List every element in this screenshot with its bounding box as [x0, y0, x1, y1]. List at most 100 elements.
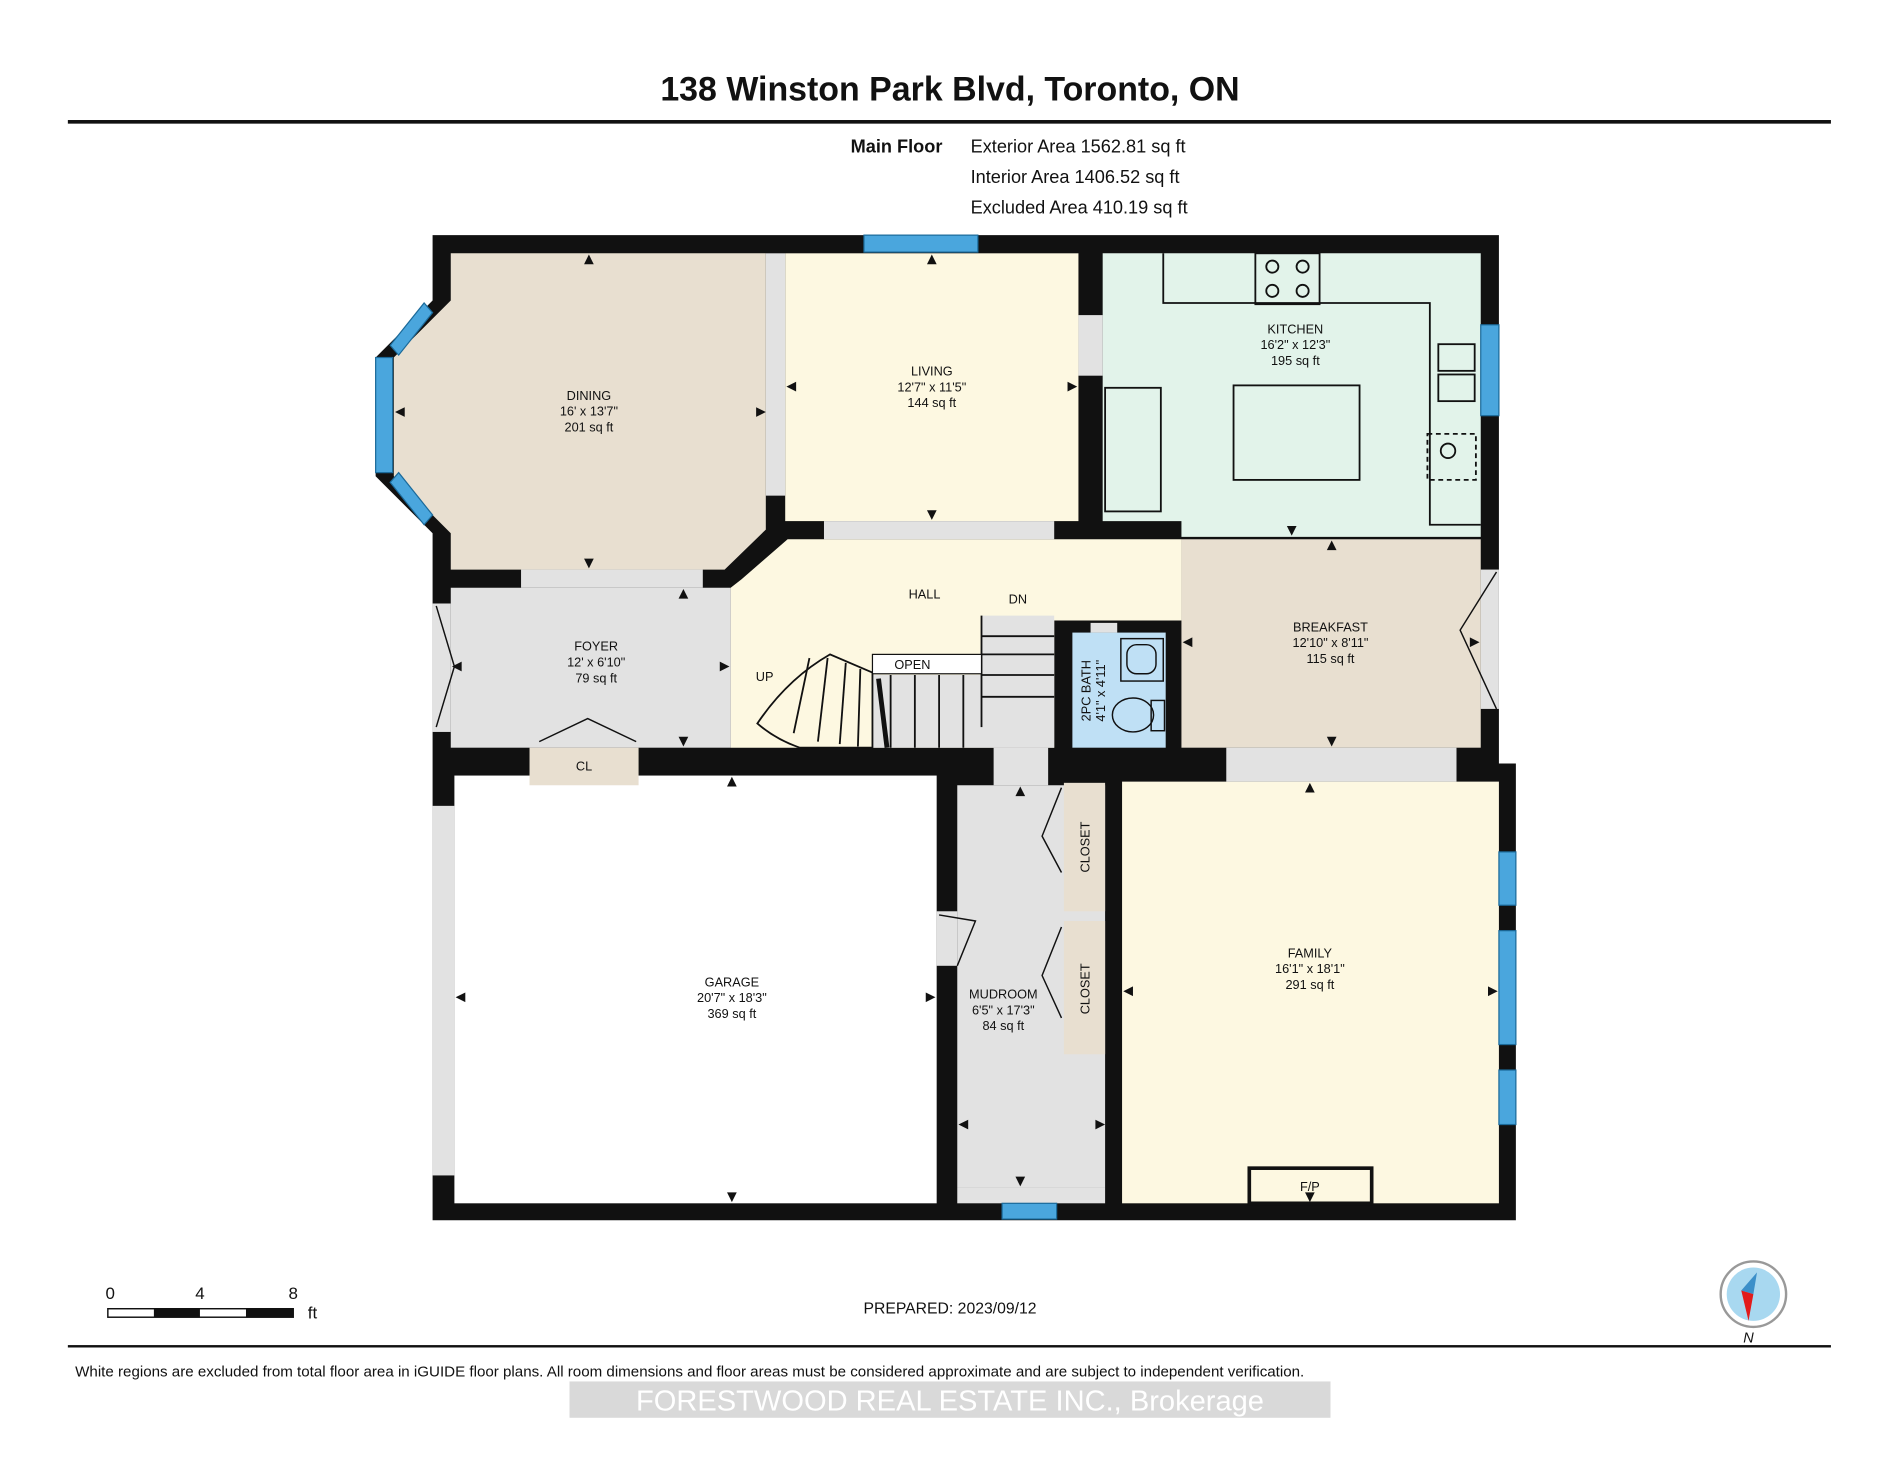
dimension-arrow	[925, 992, 936, 1003]
label-dn: DN	[1009, 591, 1027, 606]
scale-unit: ft	[308, 1303, 318, 1322]
closet-1	[1063, 782, 1106, 912]
watermark-bg	[569, 1381, 1331, 1418]
excluded-area: Excluded Area 410.19 sq ft	[971, 197, 1188, 217]
openings	[432, 253, 1499, 1204]
room-area: 79 sq ft	[575, 670, 617, 685]
scale-tick-0: 0	[106, 1284, 115, 1303]
dimension-arrow	[926, 254, 937, 265]
dimension-arrow	[719, 661, 730, 672]
door-swings	[435, 571, 1498, 1019]
room-area: 201 sq ft	[565, 419, 614, 434]
label-living: LIVING 12'7" x 11'5" 144 sq ft	[897, 364, 966, 411]
dimension-arrow	[727, 776, 737, 787]
dimension-arrow	[1015, 786, 1026, 797]
room-dims: 6'5" x 17'3"	[972, 1002, 1035, 1017]
room-name: MUDROOM	[969, 987, 1038, 1002]
dimension-arrow	[958, 1119, 969, 1130]
label-closet-1: CLOSET	[1077, 821, 1092, 872]
watermark: FORESTWOOD REAL ESTATE INC., Brokerage	[636, 1386, 1264, 1418]
label-up: UP	[756, 669, 774, 684]
dimension-arrow	[1305, 1192, 1315, 1203]
room-area: 115 sq ft	[1307, 651, 1355, 666]
room-area: 291 sq ft	[1285, 977, 1334, 992]
label-hall: HALL	[909, 587, 941, 602]
closet-2	[1063, 920, 1106, 1055]
stairs-area-2	[981, 615, 1055, 677]
floor-name: Main Floor	[851, 137, 943, 157]
room-kitchen	[1102, 253, 1481, 537]
label-fireplace: F/P	[1300, 1179, 1320, 1194]
label-foyer: FOYER 12' x 6'10" 79 sq ft	[567, 639, 625, 686]
kitchen-fixtures	[1104, 252, 1481, 526]
dimension-arrow	[756, 407, 766, 417]
scale-bar: 0 4 8 ft	[106, 1284, 318, 1322]
room-dims: 12'10" x 8'11"	[1293, 635, 1369, 650]
dimension-arrow	[678, 588, 689, 599]
room-name: 2PC BATH	[1079, 660, 1094, 721]
room-breakfast	[1181, 539, 1481, 748]
dimension-arrow	[584, 558, 594, 569]
dimension-arrow	[1067, 381, 1078, 392]
room-family	[1122, 781, 1499, 1204]
dimension-arrow	[1326, 736, 1337, 747]
scale-tick-4: 4	[195, 1284, 204, 1303]
label-garage: GARAGE 20'7" x 18'3" 369 sq ft	[697, 974, 767, 1021]
room-dims: 12'7" x 11'5"	[897, 379, 966, 394]
dimension-arrow	[1305, 782, 1315, 793]
room-dims: 20'7" x 18'3"	[697, 990, 767, 1005]
dimension-arrow	[1182, 637, 1193, 648]
label-open: OPEN	[894, 657, 930, 672]
label-breakfast: BREAKFAST 12'10" x 8'11" 115 sq ft	[1293, 619, 1369, 666]
room-name: LIVING	[911, 364, 953, 379]
label-bath: 2PC BATH 4'1" x 4'11"	[1079, 660, 1109, 722]
compass-icon: N	[1719, 1260, 1788, 1347]
room-dims: 16' x 13'7"	[560, 404, 618, 419]
room-dims: 4'1" x 4'11"	[1093, 660, 1108, 722]
exterior-area: Exterior Area 1562.81 sq ft	[971, 137, 1186, 157]
room-area: 84 sq ft	[982, 1018, 1024, 1033]
interior-area: Interior Area 1406.52 sq ft	[971, 167, 1180, 187]
dimension-arrow	[455, 992, 466, 1003]
dimension-arrow	[1015, 1176, 1026, 1187]
header-rule	[67, 120, 1831, 124]
label-closet-2: CLOSET	[1077, 963, 1092, 1014]
prepared-date: PREPARED: 2023/09/12	[863, 1301, 1036, 1318]
room-name: BREAKFAST	[1293, 619, 1368, 634]
dimension-arrow	[584, 254, 594, 265]
room-dims: 16'1" x 18'1"	[1275, 961, 1345, 976]
dimension-arrow	[786, 381, 797, 392]
compass-north: N	[1743, 1331, 1754, 1347]
room-bath	[1072, 632, 1166, 748]
room-name: DINING	[567, 388, 612, 403]
stove-icon	[1254, 252, 1321, 306]
label-family: FAMILY 16'1" x 18'1" 291 sq ft	[1275, 945, 1345, 992]
room-dims: 16'2" x 12'3"	[1260, 337, 1330, 352]
room-living	[785, 253, 1079, 522]
dimension-arrow	[1326, 540, 1337, 551]
dimension-arrow	[451, 661, 462, 672]
room-garage	[454, 775, 937, 1204]
dimension-arrow	[1286, 525, 1297, 536]
room-dims: 12' x 6'10"	[567, 655, 625, 670]
label-dining: DINING 16' x 13'7" 201 sq ft	[560, 388, 618, 435]
disclaimer: White regions are excluded from total fl…	[75, 1364, 1304, 1381]
coat-closet	[529, 747, 639, 786]
room-name: GARAGE	[705, 974, 759, 989]
windows	[375, 234, 1517, 1220]
bath-fixtures	[1111, 637, 1166, 733]
dimension-arrow	[1488, 986, 1498, 997]
room-area: 144 sq ft	[907, 395, 956, 410]
dimension-arrow	[727, 1192, 737, 1203]
label-cl: CL	[576, 759, 592, 774]
open-railing	[871, 653, 983, 675]
dimension-arrow	[395, 407, 405, 417]
dimension-arrow	[1095, 1119, 1106, 1130]
dimension-arrow	[678, 736, 689, 747]
room-area: 195 sq ft	[1271, 353, 1320, 368]
dimension-arrow	[926, 510, 937, 520]
label-mudroom: MUDROOM 6'5" x 17'3" 84 sq ft	[969, 987, 1038, 1034]
dimension-arrow	[1123, 986, 1133, 997]
dimension-arrow	[1469, 637, 1480, 648]
